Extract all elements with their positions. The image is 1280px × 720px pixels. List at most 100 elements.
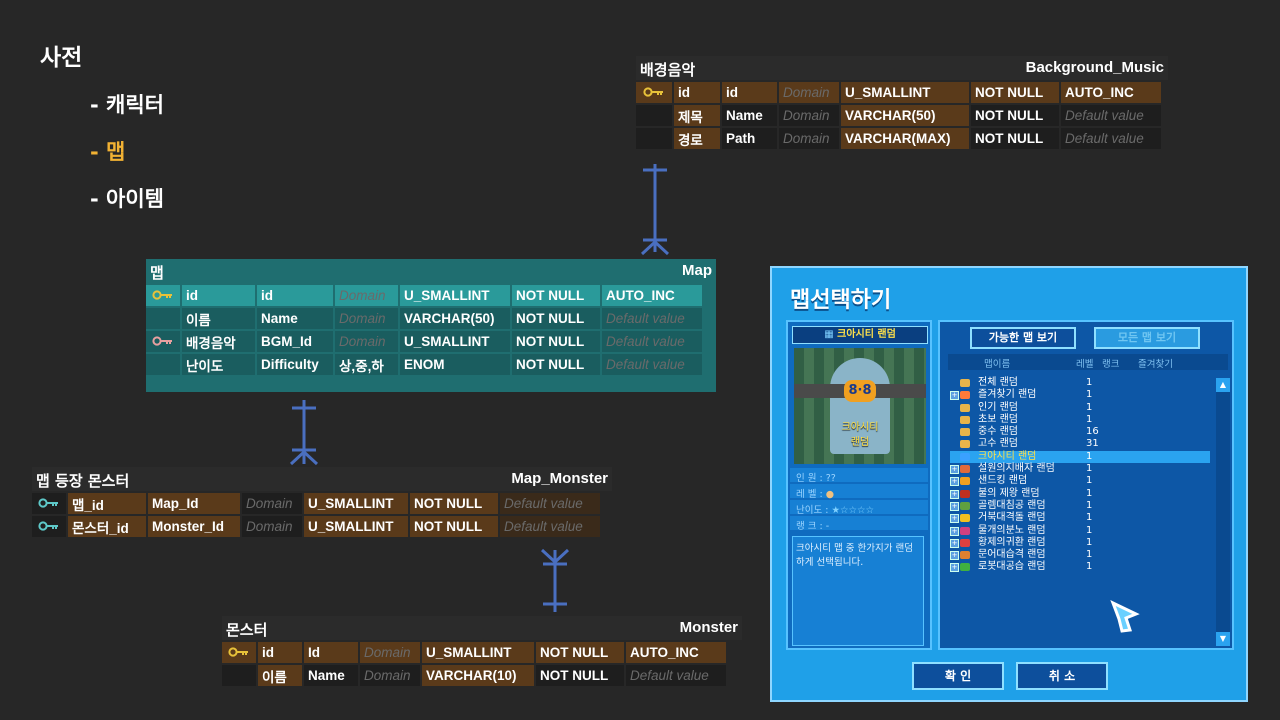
- map-level: 1: [1086, 475, 1093, 487]
- map-name: 고수 랜덤: [978, 438, 1018, 450]
- map-icon: [960, 452, 970, 461]
- expand-icon[interactable]: +: [950, 477, 959, 487]
- col-type: VARCHAR(50): [400, 308, 510, 329]
- pk-icon: [222, 642, 256, 663]
- table-row: id id Domain U_SMALLINT NOT NULL AUTO_IN…: [636, 82, 1161, 103]
- table-row: 이름 Name Domain VARCHAR(50) NOT NULL Defa…: [146, 308, 702, 329]
- list-item[interactable]: + 거북대격돌 랜덤 1: [950, 512, 1210, 524]
- map-name: 즐겨찾기 랜덤: [978, 389, 1037, 401]
- map-level: 1: [1086, 512, 1093, 524]
- col-type: VARCHAR(50): [841, 105, 969, 126]
- cancel-button[interactable]: 취 소: [1016, 662, 1108, 690]
- table-row: id id Domain U_SMALLINT NOT NULL AUTO_IN…: [146, 285, 702, 306]
- col-en: Path: [722, 128, 777, 149]
- expand-icon[interactable]: +: [950, 563, 959, 573]
- map-icon: [960, 514, 970, 523]
- map-icon: [960, 477, 970, 486]
- col-default: Default value: [602, 308, 702, 329]
- key-cell: [636, 128, 672, 149]
- col-domain: Domain: [335, 308, 398, 329]
- map-rows: id id Domain U_SMALLINT NOT NULL AUTO_IN…: [144, 283, 704, 377]
- col-default: AUTO_INC: [626, 642, 726, 663]
- col-default: AUTO_INC: [1061, 82, 1161, 103]
- map-icon: [960, 538, 970, 547]
- tab-available-maps[interactable]: 가능한 맵 보기: [970, 327, 1076, 349]
- scroll-up-icon[interactable]: ▲: [1216, 378, 1230, 392]
- expand-icon[interactable]: +: [950, 465, 959, 475]
- key-cell: [146, 308, 180, 329]
- table-row: 배경음악 BGM_Id Domain U_SMALLINT NOT NULL D…: [146, 331, 702, 352]
- expand-icon[interactable]: +: [950, 391, 959, 401]
- map-level: 1: [1086, 450, 1093, 462]
- level-icon: ●: [825, 489, 835, 500]
- col-domain: Domain: [360, 665, 420, 686]
- map-icon: [960, 563, 970, 572]
- list-item[interactable]: + 즐겨찾기 랜덤 1: [950, 389, 1210, 401]
- map-list-scrollbar[interactable]: ▲ ▼: [1216, 378, 1230, 646]
- list-item[interactable]: +초보 랜덤1: [950, 414, 1210, 426]
- list-item[interactable]: +크아시티 랜덤1: [950, 450, 1210, 464]
- list-item[interactable]: +인기 랜덤1: [950, 402, 1210, 414]
- monster-table-header: 몬스터 Monster: [222, 616, 742, 640]
- col-kr: 이름: [182, 308, 255, 329]
- col-en: Monster_Id: [148, 516, 240, 537]
- expand-icon[interactable]: +: [950, 514, 959, 524]
- expand-icon[interactable]: +: [950, 526, 959, 536]
- expand-icon[interactable]: +: [950, 501, 959, 511]
- map-level: 31: [1086, 438, 1099, 450]
- col-en: BGM_Id: [257, 331, 333, 352]
- selected-map-name: 크아시티 랜덤: [837, 329, 896, 340]
- map-list-header: 맵이름 레벨 랭크 즐겨찾기: [948, 354, 1228, 370]
- map-monster-table: 맵 등장 몬스터 Map_Monster 맵_id Map_Id Domain …: [32, 467, 612, 539]
- col-kr: 몬스터_id: [68, 516, 146, 537]
- table-row: 경로 Path Domain VARCHAR(MAX) NOT NULL Def…: [636, 128, 1161, 149]
- map-name: 거북대격돌 랜덤: [978, 512, 1046, 524]
- info-difficulty-label: 난이도 :: [796, 505, 829, 516]
- nav-item-item[interactable]: - 아이템: [90, 187, 164, 211]
- map-icon: [960, 403, 970, 412]
- col-type: U_SMALLINT: [422, 642, 534, 663]
- expand-icon[interactable]: +: [950, 538, 959, 548]
- relation-connector-bgm-map: [640, 164, 670, 256]
- monster-rows: id Id Domain U_SMALLINT NOT NULL AUTO_IN…: [220, 640, 728, 688]
- tab-all-maps[interactable]: 모든 맵 보기: [1094, 327, 1200, 349]
- map-name: 인기 랜덤: [978, 401, 1018, 413]
- map-table-header: 맵 Map: [146, 259, 716, 283]
- list-item[interactable]: +전체 랜덤1: [950, 377, 1210, 389]
- preview-badge: 8·8: [844, 380, 876, 402]
- expand-icon[interactable]: +: [950, 489, 959, 499]
- col-kr: 경로: [674, 128, 720, 149]
- nav-item-map[interactable]: - 맵: [90, 140, 126, 164]
- col-domain: Domain: [779, 82, 839, 103]
- col-default: Default value: [500, 516, 600, 537]
- expand-icon[interactable]: +: [950, 551, 959, 561]
- col-en: Difficulty: [257, 354, 333, 375]
- col-null: NOT NULL: [536, 642, 624, 663]
- map-icon: [960, 391, 970, 400]
- col-domain: Domain: [335, 285, 398, 306]
- col-kr: 배경음악: [182, 331, 255, 352]
- scroll-down-icon[interactable]: ▼: [1216, 632, 1230, 646]
- col-type: VARCHAR(MAX): [841, 128, 969, 149]
- confirm-button[interactable]: 확 인: [912, 662, 1004, 690]
- nav-item-character[interactable]: - 캐릭터: [90, 93, 164, 117]
- col-domain: Domain: [242, 493, 302, 514]
- map-icon: [960, 440, 970, 449]
- map-list: +전체 랜덤1+즐겨찾기 랜덤1+인기 랜덤1+초보 랜덤1+중수 랜덤16+고…: [950, 377, 1210, 574]
- map-level: 1: [1086, 389, 1093, 401]
- map-monster-title-kr: 맵 등장 몬스터: [36, 472, 130, 490]
- col-null: NOT NULL: [971, 128, 1059, 149]
- map-description: 크아시티 맵 중 한가지가 랜덤하게 선택됩니다.: [792, 536, 924, 646]
- map-table: 맵 Map id id Domain U_SMALLINT NOT NULL A…: [146, 259, 716, 392]
- col-domain: Domain: [779, 105, 839, 126]
